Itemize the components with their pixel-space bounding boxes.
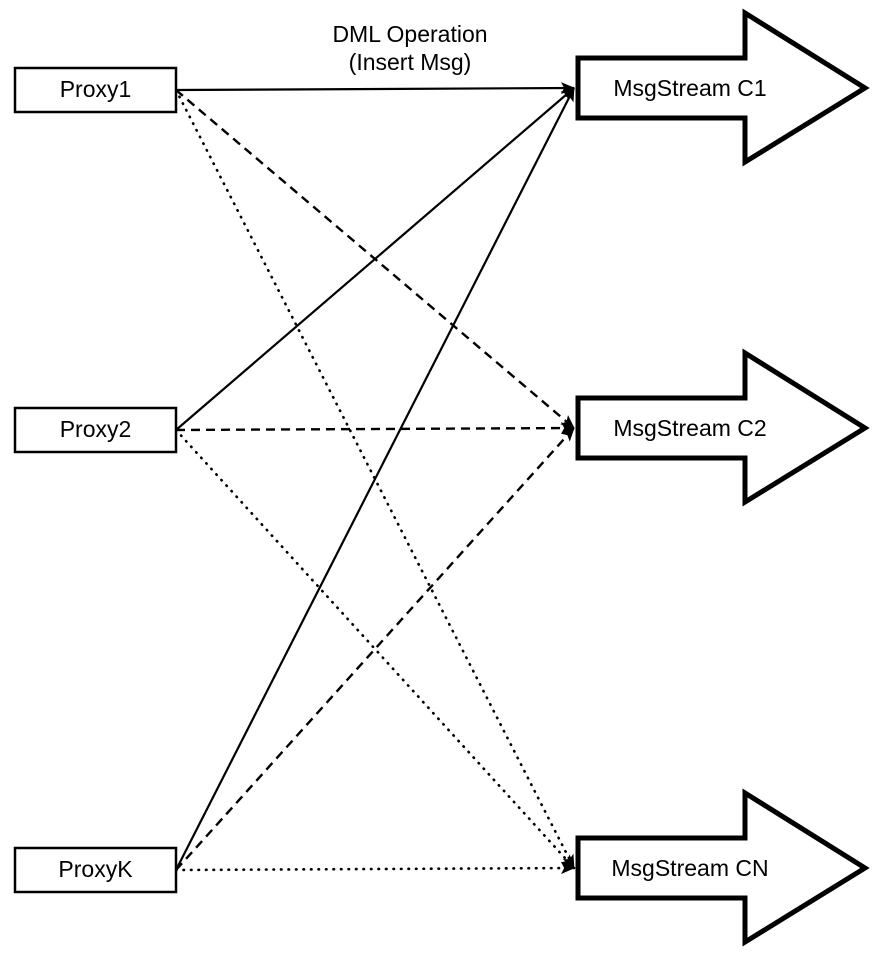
proxyk-box[interactable] [13,846,178,894]
annotation-line-1: DML Operation [332,21,487,47]
proxy1-box[interactable] [13,66,178,114]
msgstream-node-c2[interactable]: MsgStream C2 [575,348,870,507]
link-proxy1-to-stream-c1 [175,82,575,95]
msgstream-cn-label: MsgStream CN [611,855,768,881]
link-proxyk-to-stream-cn [174,862,576,875]
link-proxy2-to-stream-cn [174,428,576,870]
proxy1-label: Proxy1 [60,76,132,102]
link-proxy2-to-stream-c2 [175,422,575,435]
link-layer [174,82,576,875]
proxy2-box[interactable] [13,406,178,454]
msgstream-c1-label: MsgStream C1 [613,75,766,101]
proxyk-label: ProxyK [58,856,133,882]
link-proxyk-to-stream-c1 [175,87,575,871]
proxy-node-proxy2[interactable]: Proxy2 [13,406,178,454]
dml-operation-annotation: DML Operation (Insert Msg) [332,21,487,75]
annotation-line-2: (Insert Msg) [349,49,472,75]
msgstream-c1-arrow-shape[interactable] [575,8,870,167]
link-proxyk-to-stream-c2 [175,427,575,871]
proxy-node-proxyk[interactable]: ProxyK [13,846,178,894]
link-proxy1-to-stream-cn [174,88,576,870]
proxy-node-proxy1[interactable]: Proxy1 [13,66,178,114]
proxy2-label: Proxy2 [60,416,132,442]
msgstream-c2-label: MsgStream C2 [613,415,766,441]
msgstream-c2-arrow-shape[interactable] [575,348,870,507]
msgstream-cn-arrow-shape[interactable] [575,788,870,947]
link-proxy2-to-stream-c1 [175,87,575,431]
msgstream-node-cn[interactable]: MsgStream CN [575,788,870,947]
msgstream-node-c1[interactable]: MsgStream C1 [575,8,870,167]
